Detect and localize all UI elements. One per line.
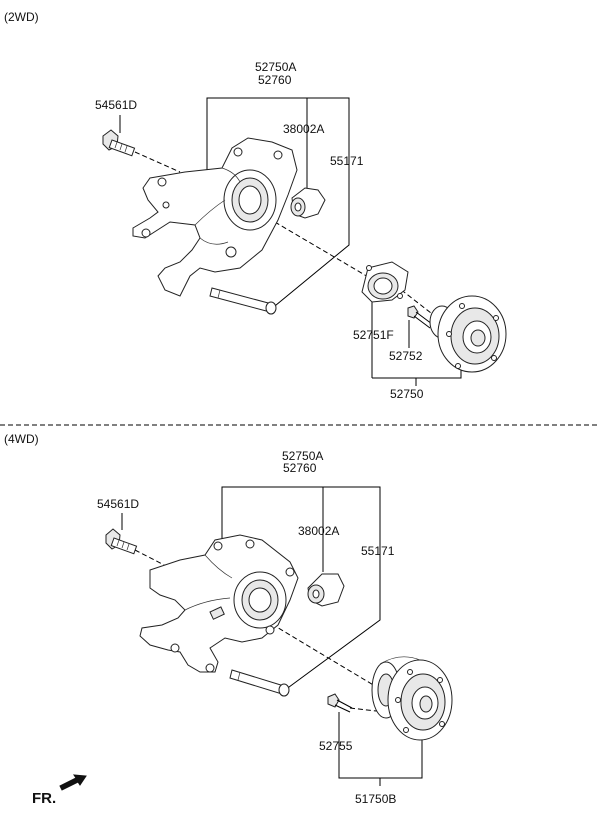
bolt-54561d-top — [102, 129, 136, 157]
callout-55171-top: 55171 — [330, 154, 364, 168]
pin-55171-top — [209, 287, 277, 315]
front-arrow-icon — [59, 774, 87, 791]
section-label-2wd: (2WD) — [4, 10, 39, 24]
leader-lines-top — [119, 97, 462, 386]
callout-38002a-bottom: 38002A — [298, 524, 339, 538]
hub-assembly-51750b-bottom — [371, 656, 453, 741]
callout-55171-bottom: 55171 — [361, 544, 395, 558]
callout-38002a-top: 38002A — [283, 122, 324, 136]
callout-52750-top: 52750 — [390, 387, 424, 401]
leader-lines-bottom — [121, 486, 423, 786]
hub-bolt-52755-bottom — [327, 693, 353, 713]
callout-52751f-top: 52751F — [353, 328, 394, 342]
knuckle-52760-top — [132, 137, 298, 297]
bushing-38002a-top — [290, 187, 326, 219]
hub-bolt-52752-top — [407, 305, 433, 329]
pin-55171-bottom — [229, 669, 290, 697]
callout-52760-top: 52760 — [258, 73, 292, 87]
bushing-38002a-bottom — [307, 573, 345, 607]
section-label-4wd: (4WD) — [4, 432, 39, 446]
bolt-54561d-bottom — [105, 528, 138, 555]
hub-assembly-52750-top — [429, 295, 507, 373]
callout-52750a-bottom: 52750A — [282, 449, 323, 463]
callout-52760-bottom: 52760 — [283, 461, 317, 475]
callout-52755-bottom: 52755 — [319, 739, 353, 753]
front-direction-marker: FR. — [32, 774, 87, 807]
callout-54561d-bottom: 54561D — [97, 497, 139, 511]
bearing-cap-52751f-top — [361, 261, 409, 303]
callout-52750a-top: 52750A — [255, 60, 296, 74]
callout-54561d-top: 54561D — [95, 98, 137, 112]
callout-52752-top: 52752 — [389, 349, 423, 363]
front-label: FR. — [32, 790, 56, 807]
knuckle-52760-bottom — [139, 534, 299, 673]
callout-51750b-bottom: 51750B — [355, 792, 396, 806]
